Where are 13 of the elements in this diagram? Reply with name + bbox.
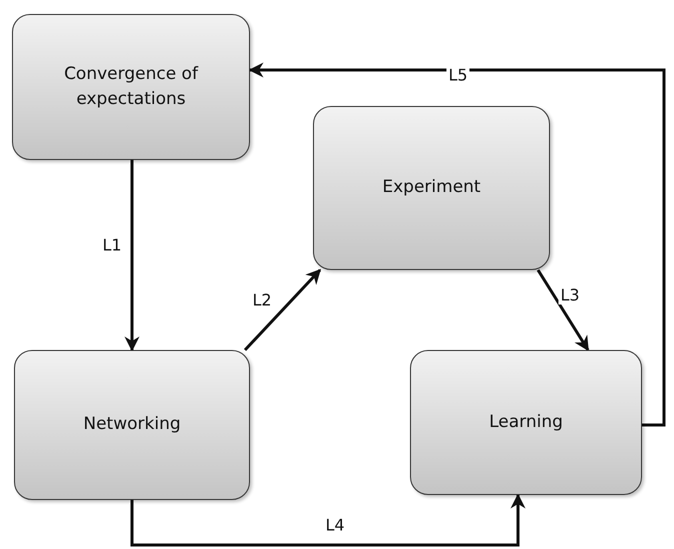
- process-box: [12, 14, 250, 160]
- node-label: Experiment: [381, 176, 482, 200]
- arrow: [536, 269, 590, 352]
- process-box: [313, 106, 550, 270]
- process-box: [410, 350, 642, 495]
- node-label: Convergence of expectations: [63, 62, 200, 111]
- arrow: [124, 160, 140, 352]
- node-label: Networking: [82, 413, 182, 436]
- arrow: [244, 268, 322, 352]
- process-box: [14, 350, 250, 500]
- arrow: [130, 494, 526, 546]
- arrow: [248, 62, 666, 426]
- node-label: Learning: [488, 410, 564, 434]
